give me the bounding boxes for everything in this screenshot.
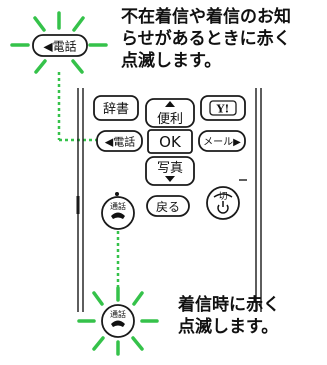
call-key-label: 通話 (110, 201, 126, 211)
end-power-key[interactable]: 切 (206, 186, 240, 220)
callout-call-label: 通話 (110, 309, 126, 319)
jisho-key-label: 辞書 (103, 102, 129, 117)
yahoo-key-label: Y! (216, 103, 230, 116)
bottom-caption: 着信時に赤く 点滅します。 (178, 294, 318, 338)
shashin-key[interactable]: 写真 (145, 156, 195, 186)
phone-handset-icon (111, 212, 125, 219)
top-flash-rays-icon (10, 11, 108, 74)
up-arrow-icon (165, 101, 175, 107)
benri-key-label: 便利 (157, 112, 183, 127)
modoru-key[interactable]: 戻る (146, 195, 190, 217)
jisho-key[interactable]: 辞書 (93, 95, 139, 121)
call-key[interactable]: 通話 (101, 192, 135, 230)
modoru-key-label: 戻る (156, 200, 180, 214)
bottom-flash-rays-icon (77, 286, 159, 356)
end-key-label: 切 (218, 191, 227, 202)
denwa-key-label: ◀電話 (105, 135, 135, 149)
ok-key[interactable]: OK (147, 129, 193, 154)
callout-call-key: 通話 (101, 304, 135, 338)
mail-key-label: メール▶ (203, 137, 241, 148)
benri-key[interactable]: 便利 (145, 98, 195, 128)
bottom-caption-line-2: 点滅します。 (178, 317, 279, 338)
callout-denwa-label: ◀電話 (43, 39, 76, 54)
ok-key-label: OK (159, 133, 182, 151)
top-caption-line-1: 不在着信や着信のお知 (121, 7, 291, 27)
phone-handset-icon (111, 320, 125, 327)
shashin-key-label: 写真 (157, 161, 183, 176)
top-caption-line-2: らせがあるときに赤く (121, 29, 291, 50)
power-icon (217, 201, 229, 214)
denwa-key[interactable]: ◀電話 (96, 130, 143, 152)
top-caption: 不在着信や着信のお知 らせがあるときに赤く 点滅します。 (121, 6, 325, 72)
top-caption-line-3: 点滅します。 (121, 51, 222, 72)
phone-body-outline (76, 88, 262, 312)
mail-key[interactable]: メール▶ (198, 130, 246, 152)
bottom-caption-line-1: 着信時に赤く (178, 295, 280, 315)
yahoo-key[interactable]: Y! (200, 95, 246, 121)
callout-denwa-key: ◀電話 (32, 34, 88, 57)
down-arrow-icon (165, 176, 175, 182)
